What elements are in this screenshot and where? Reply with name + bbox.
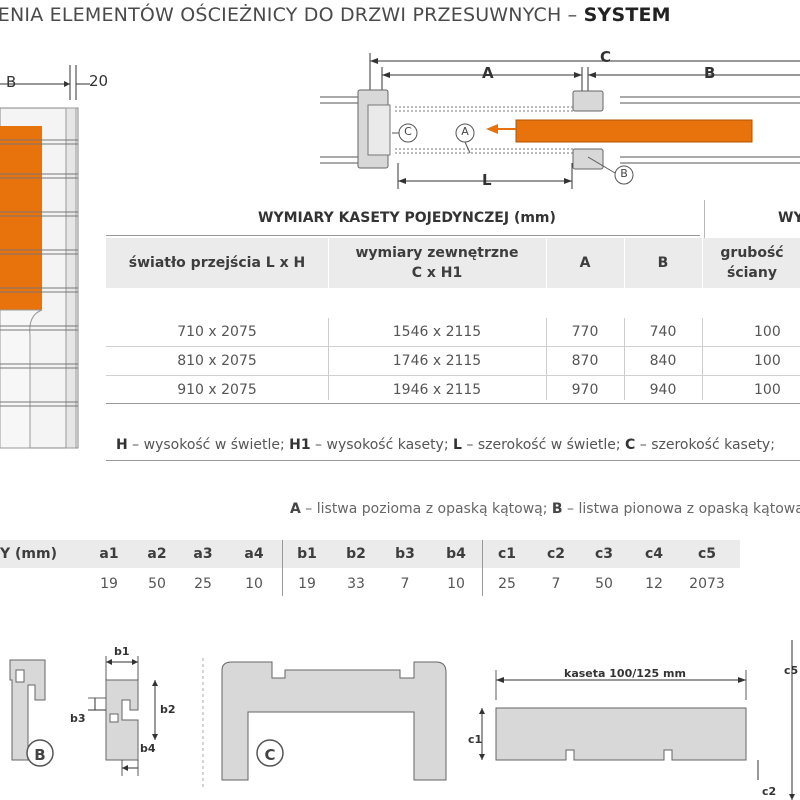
- main-table-title-right: WY: [778, 210, 800, 226]
- cell-wall: 100: [754, 382, 781, 398]
- profile-col-header: a3: [193, 546, 213, 562]
- profile-col-value: 50: [148, 576, 166, 592]
- dim-b2: b2: [160, 703, 176, 716]
- cell-b: 940: [649, 382, 677, 398]
- profile-col-header: b1: [297, 546, 317, 562]
- profile-col-header: b4: [446, 546, 466, 562]
- main-table-title: WYMIARY KASETY POJEDYNCZEJ (mm): [258, 210, 556, 226]
- profile-col-value: 19: [298, 576, 316, 592]
- main-table-body: 710 x 2075 1546 x 2115 770 740 100 810 x…: [106, 318, 800, 404]
- profile-cross-sections: [9, 640, 795, 800]
- cell-b: 740: [649, 324, 677, 340]
- profile-col-value: 25: [498, 576, 516, 592]
- col-header-wall-line1: grubość: [720, 245, 784, 261]
- profile-col-value: 10: [245, 576, 263, 592]
- cell-a: 770: [571, 324, 599, 340]
- dim-kaseta: kaseta 100/125 mm: [564, 667, 686, 680]
- dim-c2: c2: [762, 785, 777, 798]
- title-bold: SYSTEM: [583, 4, 671, 26]
- col-header-wall: grubość ściany: [704, 238, 800, 288]
- callout-b: B: [620, 167, 628, 180]
- legend-l-text: – szerokość w świetle;: [461, 437, 626, 453]
- profile-col-header: c2: [546, 546, 566, 562]
- legend-a-text: – listwa pozioma z opaską kątową;: [300, 501, 552, 517]
- door-frame-elevation: [0, 65, 90, 449]
- cell-outer: 1946 x 2115: [392, 382, 482, 398]
- table-row: 910 x 2075 1946 x 2115 970 940 100: [106, 376, 800, 404]
- profile-col-header: a4: [244, 546, 264, 562]
- col-header-outer: wymiary zewnętrzne C x H1: [328, 238, 546, 288]
- profile-first-header: Y (mm): [0, 546, 57, 562]
- profile-col-header: c4: [644, 546, 664, 562]
- cell-opening: 810 x 2075: [177, 353, 257, 369]
- cell-a: 970: [571, 382, 599, 398]
- legend-profiles: A – listwa pozioma z opaską kątową; B – …: [290, 501, 800, 517]
- col-header-outer-line2: C x H1: [411, 265, 463, 281]
- dim-b4: b4: [140, 742, 156, 755]
- cell-a: 870: [571, 353, 599, 369]
- profile-col-header: b3: [395, 546, 415, 562]
- col-header-outer-line1: wymiary zewnętrzne: [355, 245, 519, 261]
- profile-col-header: c5: [697, 546, 717, 562]
- legend-b-key: B: [551, 501, 563, 517]
- cell-outer: 1746 x 2115: [392, 353, 482, 369]
- cell-wall: 100: [754, 353, 781, 369]
- col-header-a: A: [579, 255, 591, 271]
- profile-col-header: b2: [346, 546, 366, 562]
- cell-wall: 100: [754, 324, 781, 340]
- dim-label-b-right: B: [704, 64, 716, 82]
- dim-c1: c1: [468, 733, 483, 746]
- profile-table-header: [0, 540, 740, 568]
- profile-col-header: c3: [594, 546, 614, 562]
- legend-h1-key: H1: [289, 437, 311, 453]
- table-row: 710 x 2075 1546 x 2115 770 740 100: [106, 318, 800, 346]
- col-header-wall-line2: ściany: [727, 265, 777, 281]
- profile-col-value: 2073: [689, 576, 725, 592]
- cell-outer: 1546 x 2115: [392, 324, 482, 340]
- profile-col-value: 12: [645, 576, 663, 592]
- col-header-b: B: [657, 255, 669, 271]
- profile-col-header: c1: [497, 546, 517, 562]
- profile-col-value: 25: [194, 576, 212, 592]
- legend-l-key: L: [453, 437, 462, 453]
- legend-h-text: – wysokość w świetle;: [127, 437, 290, 453]
- title-prefix: IENIA ELEMENTÓW OŚCIEŻNICY DO DRZWI PRZE…: [0, 4, 584, 26]
- profile-b-label: B: [34, 746, 46, 764]
- cell-opening: 710 x 2075: [177, 324, 257, 340]
- cell-opening: 910 x 2075: [177, 382, 257, 398]
- dim-label-20: 20: [89, 72, 109, 90]
- dim-label-l: L: [482, 171, 492, 189]
- dim-b1: b1: [114, 645, 130, 658]
- profile-col-value: 19: [100, 576, 118, 592]
- dim-label-c: C: [600, 48, 612, 66]
- legend-b-text: – listwa pionowa z opaską kątowa: [562, 501, 800, 517]
- dim-label-b: B: [6, 73, 17, 91]
- cassette-plan-view: [320, 53, 800, 189]
- profile-col-value: 7: [400, 576, 410, 592]
- legend-a-key: A: [290, 501, 301, 517]
- profile-col-value: 7: [551, 576, 561, 592]
- legend-h1-text: – wysokość kasety;: [310, 437, 454, 453]
- legend-c-key: C: [625, 437, 636, 453]
- profile-col-value: 33: [347, 576, 365, 592]
- legend-h-key: H: [116, 437, 128, 453]
- dim-label-a: A: [482, 64, 494, 82]
- profile-col-header: a1: [99, 546, 119, 562]
- profile-col-header: a2: [147, 546, 167, 562]
- cell-b: 840: [649, 353, 677, 369]
- profile-col-value: 50: [595, 576, 613, 592]
- callout-c: C: [404, 125, 412, 138]
- table-row: 810 x 2075 1746 x 2115 870 840 100: [106, 347, 800, 375]
- legend-c-text: – szerokość kasety;: [635, 437, 775, 453]
- profile-c-label: C: [264, 746, 276, 764]
- legend-abbreviations: H – wysokość w świetle; H1 – wysokość ka…: [116, 437, 775, 453]
- callout-a: A: [461, 125, 469, 138]
- col-header-opening: światło przejścia L x H: [128, 255, 306, 271]
- profile-col-value: 10: [447, 576, 465, 592]
- dim-b3: b3: [70, 712, 86, 725]
- page-title: IENIA ELEMENTÓW OŚCIEŻNICY DO DRZWI PRZE…: [0, 4, 671, 26]
- dim-c5: c5: [784, 664, 799, 677]
- main-table-header: [106, 238, 800, 288]
